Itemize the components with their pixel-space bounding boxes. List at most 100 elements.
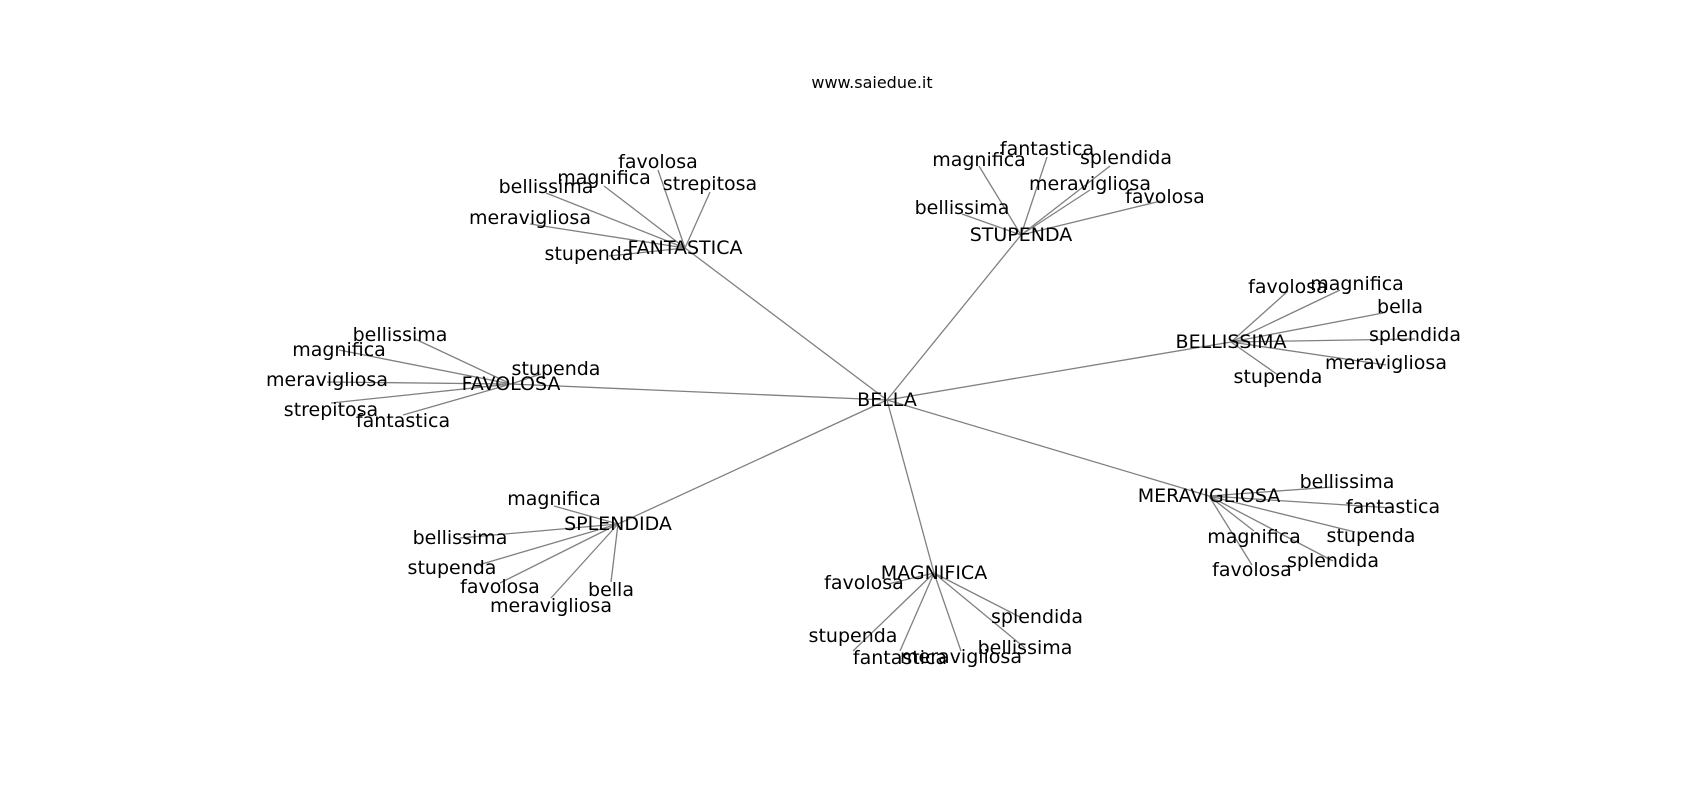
edges-layer: [326, 156, 1416, 652]
leaf-node-label: splendida: [1369, 324, 1461, 346]
leaf-node-label: magnifica: [932, 149, 1026, 171]
edge-bellissima-meravigliosa: [1230, 341, 1387, 366]
edge-meravigliosa-stupenda: [1208, 495, 1356, 533]
leaf-node-label: stupenda: [545, 243, 634, 265]
leaf-node-label: bellissima: [353, 324, 448, 346]
edge-fantastica-bellissima: [545, 192, 686, 249]
center-node-label: BELLA: [857, 389, 917, 411]
leaf-node-label: strepitosa: [663, 173, 757, 195]
edge-stupenda-fantastica: [1020, 156, 1048, 236]
leaf-node-label: stupenda: [408, 557, 497, 579]
edge-fantastica-meravigliosa: [529, 223, 686, 249]
edge-center-favolosa: [510, 383, 888, 401]
leaf-node-label: favolosa: [1125, 186, 1205, 208]
edge-magnifica-meravigliosa: [933, 572, 962, 652]
edge-magnifica-stupenda: [852, 572, 935, 652]
edge-bellissima-bella: [1230, 312, 1384, 343]
edge-favolosa-bellissima: [414, 338, 512, 385]
edge-center-splendida: [617, 399, 888, 525]
edge-bellissima-stupenda: [1230, 341, 1279, 376]
leaf-node-label: fantastica: [1346, 496, 1440, 518]
edge-bellissima-magnifica: [1230, 289, 1341, 343]
leaf-node-label: strepitosa: [284, 399, 378, 421]
edge-splendida-bella: [610, 523, 619, 583]
leaf-node-label: magnifica: [292, 339, 386, 361]
leaf-node-label: favolosa: [460, 576, 540, 598]
leaf-node-label: stupenda: [1327, 525, 1416, 547]
leaf-node-label: stupenda: [512, 358, 601, 380]
leaf-node-label: favolosa: [824, 572, 904, 594]
edge-splendida-bellissima: [459, 523, 619, 539]
hub-node-favolosa: FAVOLOSA: [462, 373, 561, 395]
edge-bellissima-favolosa: [1230, 290, 1289, 343]
edge-stupenda-meravigliosa: [1020, 189, 1091, 236]
leaf-node-label: magnifica: [557, 167, 651, 189]
hub-node-splendida: SPLENDIDA: [564, 513, 672, 535]
leaf-node-label: bellissima: [915, 197, 1010, 219]
edge-favolosa-fantastica: [402, 383, 512, 416]
edge-center-bellissima: [886, 341, 1232, 401]
leaf-node-label: fantastica: [1000, 138, 1094, 160]
edge-splendida-stupenda: [474, 523, 619, 567]
leaf-node-label: magnifica: [507, 488, 601, 510]
leaf-node-label: splendida: [1080, 147, 1172, 169]
edge-center-fantastica: [684, 247, 888, 401]
edge-splendida-favolosa: [499, 523, 619, 584]
edge-stupenda-favolosa: [1020, 199, 1166, 236]
leaf-node-label: fantastica: [356, 410, 450, 432]
edge-fantastica-strepitosa: [684, 191, 711, 249]
edge-favolosa-strepitosa: [330, 383, 512, 404]
leaf-node-label: bellissima: [978, 637, 1073, 659]
edge-magnifica-bellissima: [933, 572, 1026, 649]
leaf-node-label: meravigliosa: [490, 595, 612, 617]
edge-magnifica-favolosa: [887, 572, 935, 585]
edge-bellissima-splendida: [1230, 338, 1416, 343]
hub-node-bellissima: BELLISSIMA: [1176, 331, 1287, 353]
leaf-node-label: splendida: [1287, 550, 1379, 572]
leaf-node-label: bella: [588, 579, 634, 601]
leaf-node-label: meravigliosa: [900, 646, 1022, 668]
edge-splendida-magnifica: [553, 505, 619, 525]
leaf-node-label: favolosa: [1248, 276, 1328, 298]
leaf-node-label: bellissima: [413, 527, 508, 549]
edge-favolosa-meravigliosa: [326, 381, 512, 385]
edge-favolosa-magnifica: [338, 349, 512, 385]
leaf-node-label: favolosa: [1212, 559, 1292, 581]
leaf-node-label: magnifica: [1310, 273, 1404, 295]
edge-magnifica-splendida: [933, 572, 1021, 618]
edge-meravigliosa-favolosa: [1208, 495, 1253, 566]
edge-meravigliosa-bellissima: [1208, 486, 1334, 497]
edge-meravigliosa-fantastica: [1208, 495, 1394, 509]
edge-center-magnifica: [886, 399, 935, 574]
edge-fantastica-favolosa: [657, 169, 686, 249]
leaf-node-label: bellissima: [499, 176, 594, 198]
leaf-node-label: splendida: [991, 606, 1083, 628]
edge-meravigliosa-splendida: [1208, 495, 1334, 562]
edge-stupenda-splendida: [1020, 165, 1111, 236]
edge-stupenda-magnifica: [978, 165, 1022, 236]
edge-meravigliosa-magnifica: [1208, 495, 1255, 532]
edge-center-meravigliosa: [886, 399, 1210, 497]
edge-magnifica-fantastica: [899, 572, 935, 652]
leaf-node-label: favolosa: [618, 151, 698, 173]
edge-fantastica-stupenda: [608, 247, 686, 257]
edge-favolosa-stupenda: [510, 373, 542, 385]
leaf-node-label: meravigliosa: [1325, 352, 1447, 374]
leaf-node-label: fantastica: [853, 647, 947, 669]
edge-center-stupenda: [886, 234, 1022, 401]
leaf-node-label: bellissima: [1300, 471, 1395, 493]
hub-node-fantastica: FANTASTICA: [627, 237, 742, 259]
edge-stupenda-bellissima: [961, 213, 1022, 236]
hub-node-meravigliosa: MERAVIGLIOSA: [1138, 485, 1281, 507]
leaf-node-label: meravigliosa: [266, 369, 388, 391]
leaf-node-label: meravigliosa: [469, 207, 591, 229]
edge-splendida-meravigliosa: [550, 523, 619, 599]
edge-fantastica-magnifica: [603, 185, 686, 249]
leaf-node-label: meravigliosa: [1029, 173, 1151, 195]
leaf-node-label: bella: [1377, 296, 1423, 318]
leaf-node-label: magnifica: [1207, 526, 1301, 548]
hub-node-stupenda: STUPENDA: [970, 224, 1073, 246]
hub-node-magnifica: MAGNIFICA: [881, 562, 987, 584]
